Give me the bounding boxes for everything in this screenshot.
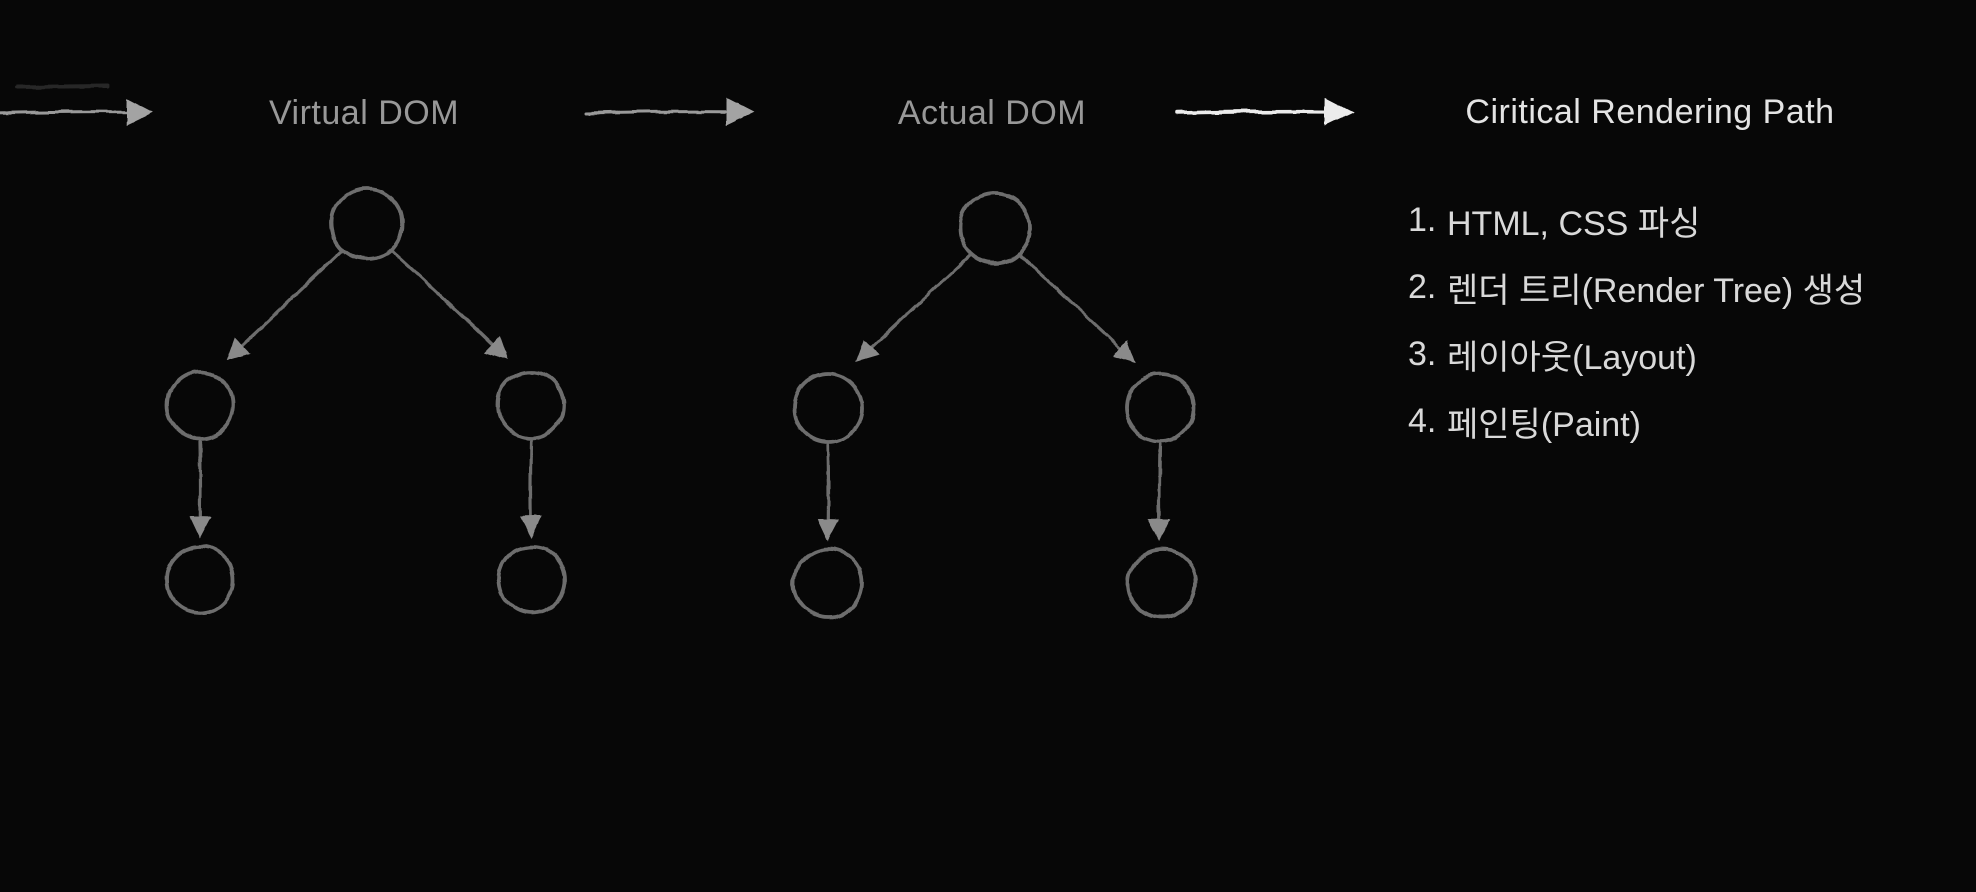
right-arrow-icon-actual-dom: [584, 98, 754, 126]
tree-edge-arrow: [226, 248, 345, 361]
tree-node-circle: [792, 547, 864, 619]
crp-list-item: 4. 페인팅(Paint): [1408, 388, 1865, 455]
crp-item-text: HTML, CSS 파싱: [1447, 205, 1701, 243]
tree-node-circle: [496, 370, 566, 440]
tree-node-circle: [1126, 547, 1198, 619]
tree-node-circle: [330, 187, 404, 261]
tree-edge-arrow: [1017, 252, 1137, 364]
tree-node-circle: [497, 545, 567, 615]
tree-edge-arrow: [1148, 443, 1171, 542]
crp-list: 1. HTML, CSS 파싱 2. 렌더 트리(Render Tree) 생성…: [1408, 187, 1865, 455]
crp-item-number: 4.: [1408, 402, 1437, 440]
tree-edge-arrow: [389, 248, 509, 361]
tree-node-circle: [792, 372, 864, 444]
tree-node-circle: [958, 191, 1032, 265]
critical-rendering-path-title: Ciritical Rendering Path: [1465, 93, 1835, 131]
tree-edge-arrow: [817, 443, 840, 542]
right-arrow-icon-virtual-dom: [0, 98, 154, 126]
crp-item-text: 페인팅(Paint): [1447, 406, 1641, 444]
stray-chalk-streak: [16, 84, 109, 89]
actual-dom-label: Actual DOM: [897, 94, 1087, 132]
crp-list-item: 3. 레이아웃(Layout): [1408, 321, 1865, 388]
crp-list-item: 1. HTML, CSS 파싱: [1408, 187, 1865, 254]
crp-item-number: 1.: [1408, 201, 1437, 239]
crp-item-number: 3.: [1408, 335, 1437, 373]
actual-dom-tree: [792, 191, 1198, 619]
tree-node-circle: [165, 370, 235, 440]
crp-item-text: 렌더 트리(Render Tree) 생성: [1447, 272, 1866, 310]
right-arrow-icon-crp: [1175, 97, 1354, 127]
crp-item-text: 레이아웃(Layout): [1447, 339, 1697, 377]
crp-item-number: 2.: [1408, 268, 1437, 306]
virtual-dom-label: Virtual DOM: [268, 94, 460, 132]
tree-node-circle: [165, 545, 235, 615]
tree-edge-arrow: [189, 439, 212, 539]
tree-node-circle: [1124, 372, 1196, 444]
crp-list-item: 2. 렌더 트리(Render Tree) 생성: [1408, 254, 1865, 321]
virtual-dom-tree: [165, 187, 567, 615]
tree-edge-arrow: [854, 252, 973, 364]
tree-edge-arrow: [519, 439, 542, 539]
